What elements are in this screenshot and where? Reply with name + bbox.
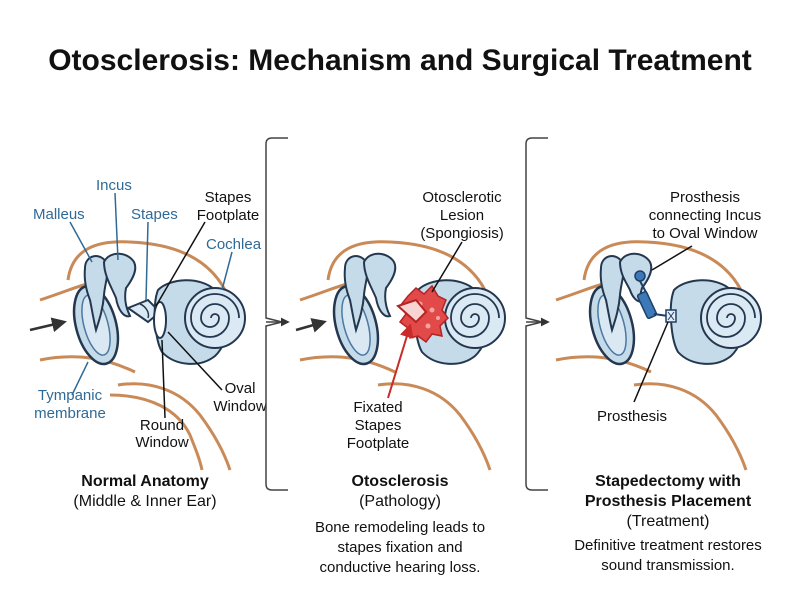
caption-subheading: (Middle & Inner Ear) — [73, 493, 217, 510]
canal-wall-bottom-2 — [299, 355, 396, 374]
tympanic-cavity-roof-2 — [326, 240, 487, 291]
pointer-prosthesis — [633, 321, 669, 403]
pointer-tympanic — [71, 361, 89, 396]
description-line: stapes fixation and — [337, 539, 463, 556]
label-connect-line3: to Oval Window — [652, 225, 757, 242]
oval-window-shape — [153, 301, 167, 339]
divider-bracket-2 — [525, 137, 548, 491]
label-lesion-line3: (Spongiosis) — [420, 225, 503, 242]
label-fixated-line3: Footplate — [347, 435, 410, 452]
panel-otosclerosis: Otosclerotic Lesion (Spongiosis) Fixated… — [295, 189, 506, 471]
tympanic-cavity-roof — [66, 240, 227, 291]
description-otosclerosis: Bone remodeling leads to stapes fixation… — [290, 518, 510, 578]
tympanic-cavity-roof-3 — [582, 240, 743, 291]
fixated-stapes-shape — [396, 298, 428, 324]
description-line: conductive hearing loss. — [319, 559, 481, 576]
description-stapedectomy: Definitive treatment restores sound tran… — [548, 536, 788, 576]
label-prosthesis: Prosthesis — [597, 408, 667, 425]
label-footplate-line1: Stapes — [205, 189, 252, 206]
caption-subheading: (Pathology) — [359, 493, 441, 510]
caption-heading-line1: Stapedectomy with — [595, 473, 741, 490]
incus-shape — [102, 252, 137, 318]
pointer-cochlea — [221, 251, 233, 291]
label-incus: Incus — [96, 177, 132, 194]
cochlea-shape-2 — [444, 287, 506, 349]
label-lesion-line2: Lesion — [440, 207, 484, 224]
pointer-lesion — [431, 241, 463, 293]
pointer-fixated-footplate-icon — [387, 323, 414, 399]
stapes-arch — [139, 303, 150, 319]
canal-wall-bottom-3 — [555, 355, 652, 374]
pointer-footplate — [155, 221, 206, 307]
caption-stapedectomy: Stapedectomy with Prosthesis Placement (… — [548, 472, 788, 532]
caption-heading-line2: Prosthesis Placement — [584, 493, 752, 510]
label-tympanic-line1: Tympanic — [38, 387, 103, 404]
caption-normal-anatomy: Normal Anatomy (Middle & Inner Ear) — [40, 472, 250, 512]
page-title: Otosclerosis: Mechanism and Surgical Tre… — [48, 44, 752, 77]
label-fixated-line1: Fixated — [353, 399, 402, 416]
incus-shape-2 — [362, 252, 397, 318]
label-malleus: Malleus — [33, 206, 85, 223]
nerve-path-3 — [377, 382, 492, 471]
panel-normal-anatomy: Incus Malleus Stapes Stapes Footplate Co… — [29, 177, 267, 471]
caption-subheading: (Treatment) — [626, 513, 710, 530]
pointer-incus — [114, 192, 119, 261]
divider-bracket-1 — [265, 137, 288, 491]
cochlea-shape-3 — [700, 287, 762, 349]
label-connect-line1: Prosthesis — [670, 189, 740, 206]
label-lesion-line1: Otosclerotic — [422, 189, 502, 206]
nerve-path-1 — [117, 382, 232, 471]
panel-stapedectomy: Prosthesis connecting Incus to Oval Wind… — [555, 189, 762, 471]
label-oval-window-line2: Window — [213, 398, 267, 415]
sound-arrow-icon — [29, 317, 67, 333]
description-line: sound transmission. — [601, 557, 735, 574]
pointer-connecting — [651, 245, 693, 271]
description-line: Definitive treatment restores — [574, 537, 762, 554]
nerve-path-4 — [633, 382, 748, 471]
pointer-oval-window — [167, 331, 223, 391]
label-tympanic-line2: membrane — [34, 405, 106, 422]
label-oval-window-line1: Oval — [225, 380, 256, 397]
pointer-stapes — [145, 221, 149, 301]
prosthesis-device — [634, 270, 677, 323]
caption-otosclerosis: Otosclerosis (Pathology) — [300, 472, 500, 512]
label-connect-line2: connecting Incus — [649, 207, 762, 224]
label-footplate-line2: Footplate — [197, 207, 260, 224]
caption-heading: Otosclerosis — [351, 473, 449, 490]
label-round-window-line1: Round — [140, 417, 184, 434]
label-stapes: Stapes — [131, 206, 178, 223]
pointer-malleus — [69, 221, 93, 263]
pointer-round-window — [161, 339, 166, 419]
label-cochlea: Cochlea — [206, 236, 262, 253]
nerve-path-2 — [109, 393, 204, 471]
cochlea-shape — [184, 287, 246, 349]
caption-heading: Normal Anatomy — [81, 473, 209, 490]
sound-arrow-2-icon — [295, 318, 327, 333]
label-round-window-line2: Window — [135, 434, 189, 451]
label-fixated-line2: Stapes — [355, 417, 402, 434]
description-line: Bone remodeling leads to — [314, 519, 486, 536]
